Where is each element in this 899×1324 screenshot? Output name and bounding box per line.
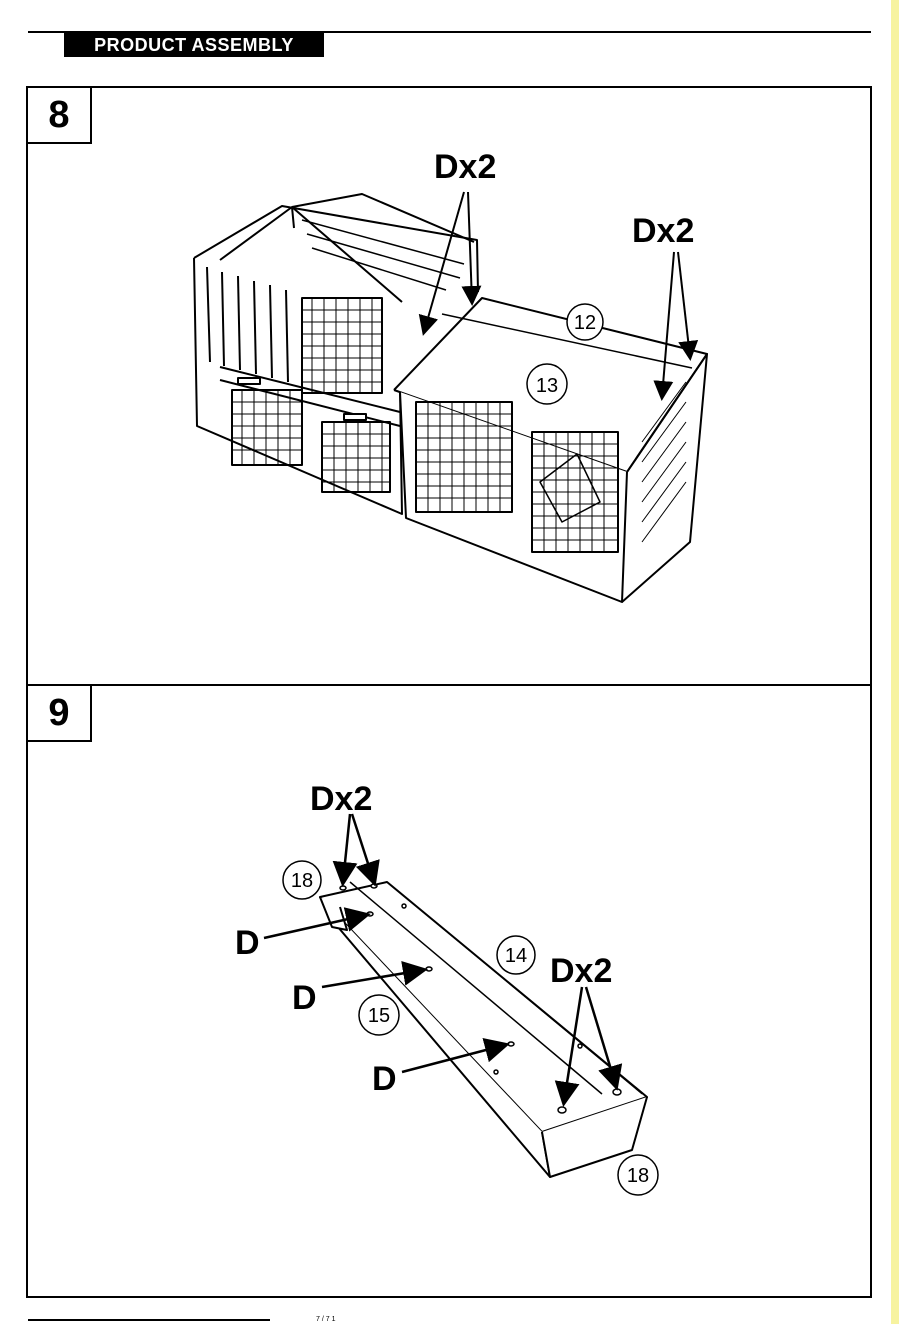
step-9-panel: 9 Dx bbox=[26, 684, 872, 1298]
dx2-label: Dx2 bbox=[550, 952, 612, 990]
dx2-label: Dx2 bbox=[632, 212, 694, 250]
dx2-label: Dx2 bbox=[434, 148, 496, 186]
d-label: D bbox=[235, 924, 260, 962]
part-18-label: 18 bbox=[627, 1165, 649, 1187]
side-stripe bbox=[891, 0, 899, 1324]
part-15-label: 15 bbox=[368, 1005, 390, 1027]
d-label: D bbox=[292, 979, 317, 1017]
footer-rule bbox=[28, 1319, 270, 1321]
section-title: PRODUCT ASSEMBLY bbox=[64, 33, 324, 57]
d-label: D bbox=[372, 1060, 397, 1098]
part-13-label: 13 bbox=[536, 375, 558, 397]
part-18-label: 18 bbox=[291, 870, 313, 892]
dx2-label: Dx2 bbox=[310, 780, 372, 818]
hutch-assembly-illustration: Dx2 Dx2 12 13 bbox=[28, 88, 870, 684]
roof-beam-illustration: Dx2 Dx2 D D D 18 14 15 18 bbox=[28, 686, 870, 1296]
part-12-label: 12 bbox=[574, 312, 596, 334]
part-14-label: 14 bbox=[505, 945, 527, 967]
step-8-panel: 8 bbox=[26, 86, 872, 686]
page-footer: 7 / 7 1 bbox=[316, 1316, 335, 1323]
